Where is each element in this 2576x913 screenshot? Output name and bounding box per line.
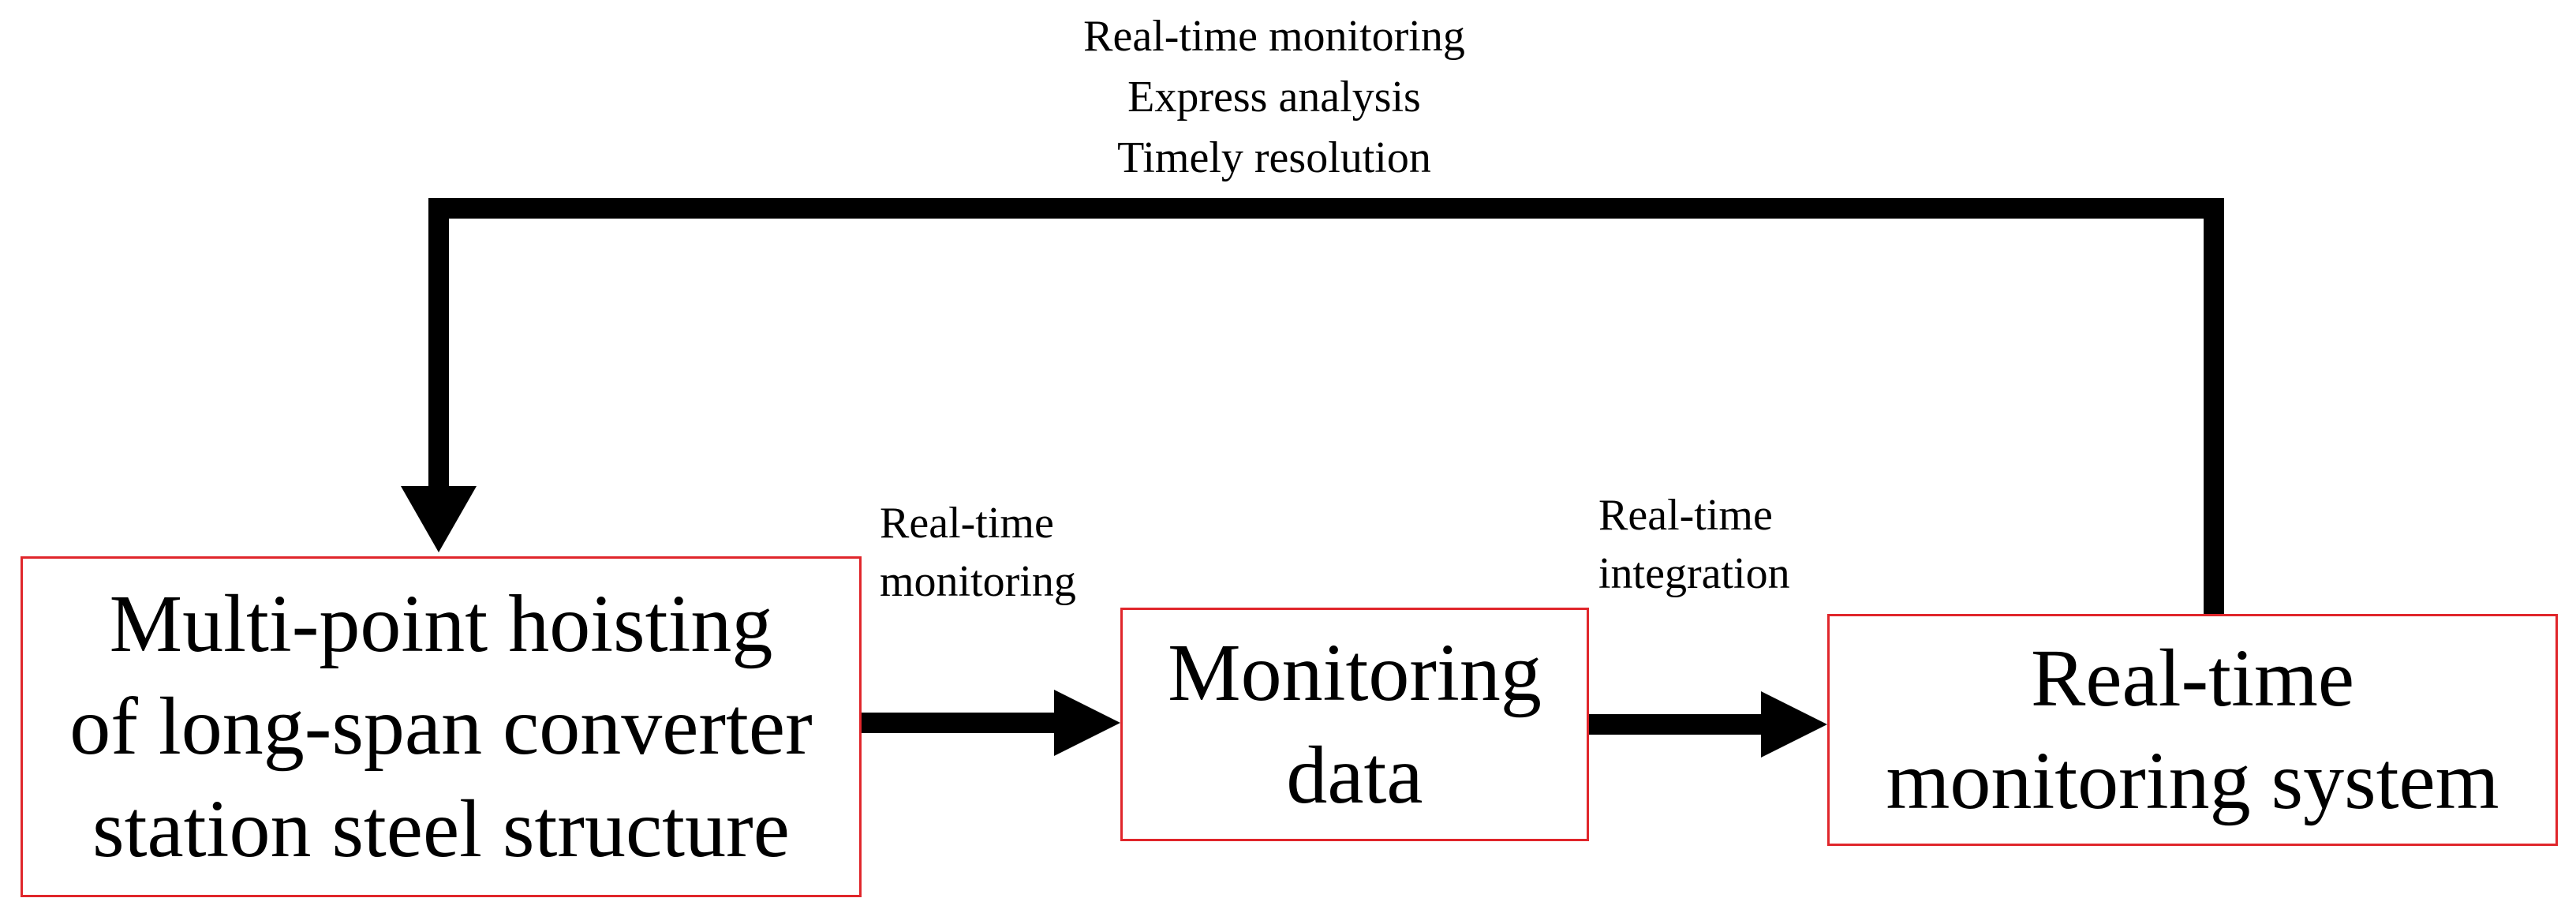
node-monitoring-system-text: Real-time monitoring system	[1886, 627, 2499, 833]
arrow-hoisting-to-data-line	[862, 713, 1057, 733]
node-hoisting-line-1: Multi-point hoisting	[109, 578, 773, 669]
arrow-hoisting-to-data	[862, 690, 1120, 756]
node-hoisting-text: Multi-point hoisting of long-span conver…	[69, 573, 812, 881]
node-monitoring-data-line-1: Monitoring	[1168, 627, 1542, 718]
node-monitoring-system-line-1: Real-time	[2030, 633, 2355, 724]
feedback-label: Real-time monitoring Express analysis Ti…	[1018, 6, 1531, 189]
arrow-data-to-system-head	[1761, 691, 1827, 758]
node-monitoring-system-line-2: monitoring system	[1886, 735, 2499, 826]
node-hoisting: Multi-point hoisting of long-span conver…	[21, 556, 862, 897]
arrow-hoisting-to-data-head	[1054, 690, 1120, 756]
feedback-label-line-3: Timely resolution	[1117, 133, 1431, 182]
feedback-label-line-2: Express analysis	[1127, 73, 1421, 122]
feedback-arrow-head	[401, 486, 477, 552]
arrow-data-to-system-line	[1589, 714, 1764, 735]
node-hoisting-line-3: station steel structure	[92, 784, 790, 874]
feedback-arrow	[401, 198, 2224, 614]
node-hoisting-line-2: of long-span converter	[69, 681, 813, 772]
edge-label-realtime-monitoring: Real-time monitoring	[880, 494, 1076, 611]
feedback-label-line-1: Real-time monitoring	[1083, 12, 1465, 61]
node-monitoring-data: Monitoring data	[1120, 608, 1589, 841]
edge-label-realtime-integration: Real-time integration	[1598, 486, 1790, 603]
edge-label-realtime-integration-line-1: Real-time	[1598, 491, 1773, 540]
feedback-arrow-line	[428, 198, 2224, 614]
edge-label-realtime-monitoring-line-1: Real-time	[880, 499, 1054, 548]
node-monitoring-data-line-2: data	[1286, 730, 1423, 821]
arrow-data-to-system	[1589, 691, 1827, 758]
edge-label-realtime-monitoring-line-2: monitoring	[880, 557, 1076, 606]
edge-label-realtime-integration-line-2: integration	[1598, 549, 1790, 598]
node-monitoring-system: Real-time monitoring system	[1827, 614, 2558, 846]
node-monitoring-data-text: Monitoring data	[1168, 622, 1542, 827]
